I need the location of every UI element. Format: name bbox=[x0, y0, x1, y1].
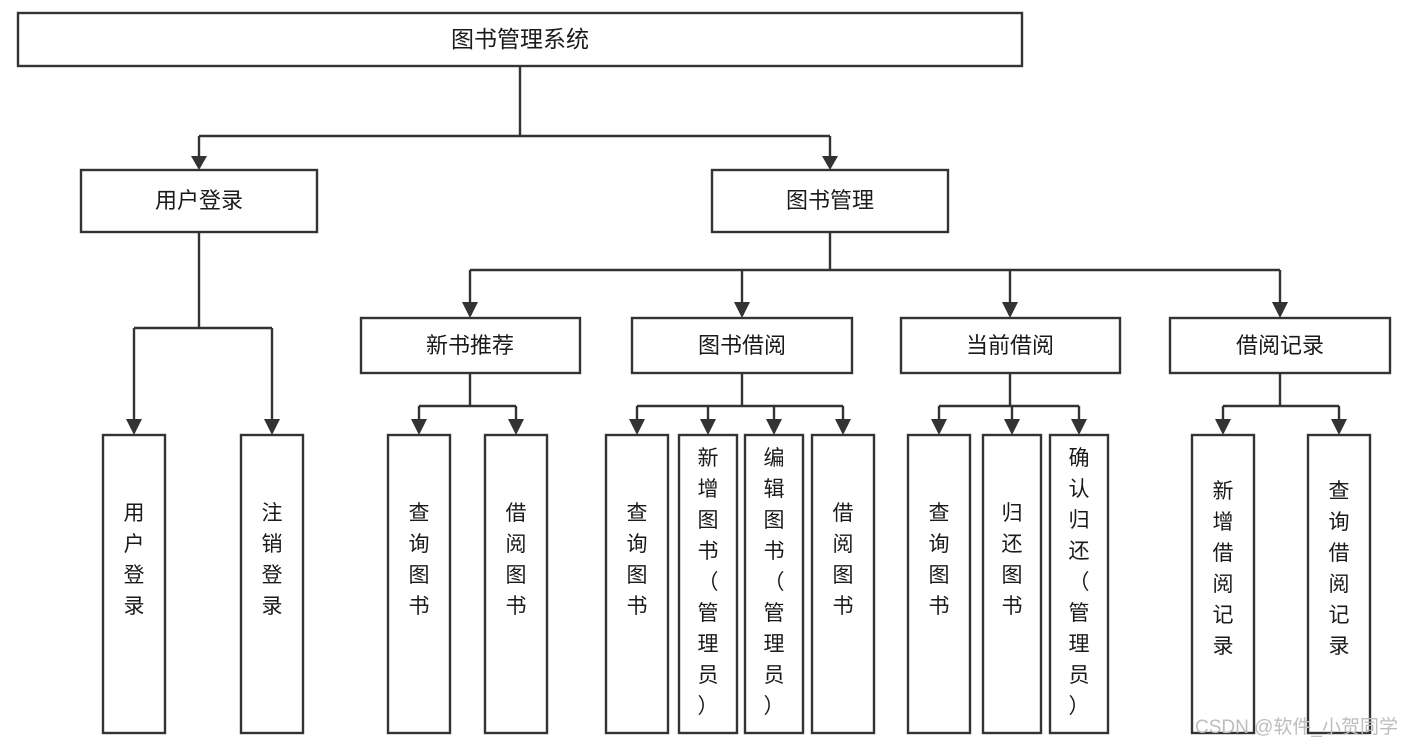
node-book-management-label: 图书管理 bbox=[786, 188, 874, 213]
node-root-label: 图书管理系统 bbox=[451, 26, 589, 52]
node-book-borrow[interactable]: 图书借阅 bbox=[630, 316, 854, 375]
arrow-head-icon bbox=[1002, 302, 1018, 318]
leaf-node-borrow-book-2[interactable]: 借阅图书 bbox=[810, 433, 876, 735]
leaf-node-query-book-1-box[interactable] bbox=[386, 433, 452, 735]
leaf-node-return-book-box[interactable] bbox=[981, 433, 1043, 735]
arrow-head-icon bbox=[126, 419, 142, 435]
arrow-head-icon bbox=[508, 419, 524, 435]
leaf-node-query-borrow-record-label: 查询借阅记录 bbox=[1329, 480, 1350, 658]
leaf-node-query-book-1[interactable]: 查询图书 bbox=[386, 433, 452, 735]
arrow-head-icon bbox=[766, 419, 782, 435]
node-root[interactable]: 图书管理系统 bbox=[16, 11, 1024, 68]
arrow-head-icon bbox=[462, 302, 478, 318]
arrow-head-icon bbox=[1215, 419, 1231, 435]
leaf-node-edit-book-admin-label: 编辑图书（管理员） bbox=[764, 447, 785, 718]
leaf-node-user-login[interactable]: 用户登录 bbox=[101, 433, 167, 735]
node-borrow-record-label: 借阅记录 bbox=[1236, 333, 1324, 358]
leaf-node-confirm-return-admin-label: 确认归还（管理员） bbox=[1069, 447, 1090, 718]
arrow-head-icon bbox=[1004, 419, 1020, 435]
arrow-head-icon bbox=[191, 156, 207, 170]
node-borrow-record[interactable]: 借阅记录 bbox=[1168, 316, 1392, 375]
node-book-management-box[interactable] bbox=[710, 168, 950, 234]
leaf-node-edit-book-admin[interactable]: 编辑图书（管理员） bbox=[743, 433, 805, 735]
leaf-node-query-book-2-label: 查询图书 bbox=[627, 502, 648, 618]
arrow-head-icon bbox=[1272, 302, 1288, 318]
arrow-head-icon bbox=[629, 419, 645, 435]
leaf-node-add-borrow-record-box[interactable] bbox=[1190, 433, 1256, 735]
leaf-node-query-book-3-label: 查询图书 bbox=[929, 502, 950, 618]
leaf-node-add-book-admin-box[interactable] bbox=[677, 433, 739, 735]
node-current-borrow[interactable]: 当前借阅 bbox=[899, 316, 1122, 375]
arrow-head-icon bbox=[1331, 419, 1347, 435]
leaf-node-query-book-3-box[interactable] bbox=[906, 433, 972, 735]
leaf-node-borrow-book-1[interactable]: 借阅图书 bbox=[483, 433, 549, 735]
node-current-borrow-box[interactable] bbox=[899, 316, 1122, 375]
leaf-node-query-book-1-label: 查询图书 bbox=[409, 502, 430, 618]
node-new-book-recommend-label: 新书推荐 bbox=[426, 333, 514, 358]
leaf-node-add-borrow-record[interactable]: 新增借阅记录 bbox=[1190, 433, 1256, 735]
node-book-management[interactable]: 图书管理 bbox=[710, 168, 950, 234]
leaf-node-query-borrow-record[interactable]: 查询借阅记录 bbox=[1306, 433, 1372, 735]
leaf-node-query-borrow-record-box[interactable] bbox=[1306, 433, 1372, 735]
leaf-node-logout-box[interactable] bbox=[239, 433, 305, 735]
node-book-borrow-box[interactable] bbox=[630, 316, 854, 375]
node-new-book-recommend[interactable]: 新书推荐 bbox=[359, 316, 582, 375]
arrow-head-icon bbox=[931, 419, 947, 435]
node-user-login[interactable]: 用户登录 bbox=[79, 168, 319, 234]
arrow-head-icon bbox=[411, 419, 427, 435]
arrow-head-icon bbox=[835, 419, 851, 435]
leaf-node-confirm-return-admin-box[interactable] bbox=[1048, 433, 1110, 735]
node-new-book-recommend-box[interactable] bbox=[359, 316, 582, 375]
node-root-box[interactable] bbox=[16, 11, 1024, 68]
leaf-node-confirm-return-admin[interactable]: 确认归还（管理员） bbox=[1048, 433, 1110, 735]
arrow-head-icon bbox=[700, 419, 716, 435]
leaf-node-borrow-book-1-label: 借阅图书 bbox=[506, 502, 527, 618]
leaf-node-query-book-3[interactable]: 查询图书 bbox=[906, 433, 972, 735]
node-user-login-box[interactable] bbox=[79, 168, 319, 234]
node-borrow-record-box[interactable] bbox=[1168, 316, 1392, 375]
leaf-node-query-book-2-box[interactable] bbox=[604, 433, 670, 735]
leaf-node-return-book[interactable]: 归还图书 bbox=[981, 433, 1043, 735]
arrow-head-icon bbox=[822, 156, 838, 170]
leaf-node-logout-label: 注销登录 bbox=[262, 502, 283, 618]
leaf-node-borrow-book-2-box[interactable] bbox=[810, 433, 876, 735]
node-user-login-label: 用户登录 bbox=[155, 188, 243, 213]
leaf-node-add-book-admin-label: 新增图书（管理员） bbox=[698, 447, 719, 718]
arrow-head-icon bbox=[264, 419, 280, 435]
leaf-node-user-login-box[interactable] bbox=[101, 433, 167, 735]
leaf-node-borrow-book-1-box[interactable] bbox=[483, 433, 549, 735]
leaf-node-return-book-label: 归还图书 bbox=[1002, 502, 1023, 618]
leaf-node-query-book-2[interactable]: 查询图书 bbox=[604, 433, 670, 735]
connector-layer bbox=[126, 66, 1347, 435]
arrow-head-icon bbox=[1071, 419, 1087, 435]
arrow-head-icon bbox=[734, 302, 750, 318]
leaf-node-add-book-admin[interactable]: 新增图书（管理员） bbox=[677, 433, 739, 735]
leaf-node-borrow-book-2-label: 借阅图书 bbox=[833, 502, 854, 618]
node-book-borrow-label: 图书借阅 bbox=[698, 333, 786, 358]
leaf-node-add-borrow-record-label: 新增借阅记录 bbox=[1213, 480, 1234, 658]
leaf-node-logout[interactable]: 注销登录 bbox=[239, 433, 305, 735]
csdn-watermark: CSDN @软件_小贺同学 bbox=[1195, 716, 1398, 738]
leaf-node-edit-book-admin-box[interactable] bbox=[743, 433, 805, 735]
leaf-node-user-login-label: 用户登录 bbox=[124, 502, 145, 618]
node-current-borrow-label: 当前借阅 bbox=[966, 333, 1054, 358]
